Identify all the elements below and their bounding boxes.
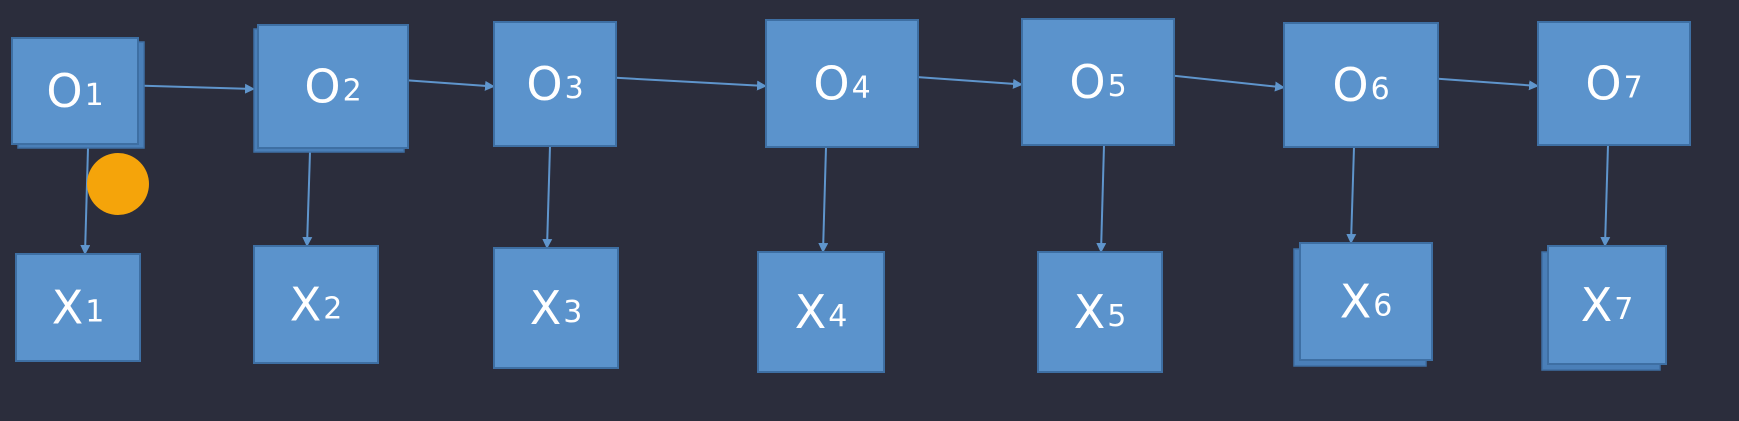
node-o6: O6 (1283, 22, 1439, 148)
node-o3-letter: O (526, 57, 562, 111)
node-x1-subscript: 1 (85, 294, 104, 329)
node-o2-subscript: 2 (343, 73, 362, 108)
node-x2-label: X2 (290, 278, 343, 332)
node-x5-label: X5 (1074, 285, 1127, 339)
arrow-o7-to-x7 (1600, 144, 1611, 247)
node-o1-label: O1 (46, 64, 103, 118)
node-x4-subscript: 4 (828, 299, 847, 334)
node-o2: O2 (253, 24, 409, 153)
node-o1-letter: O (46, 64, 82, 118)
node-x6-box (1299, 242, 1433, 361)
node-x3-box (493, 247, 619, 369)
node-o1-box (11, 37, 139, 145)
node-o6-letter: O (1332, 58, 1368, 112)
node-o6-box (1283, 22, 1439, 148)
node-o5-box (1021, 18, 1175, 146)
node-o3-box (493, 21, 617, 147)
node-x7-letter: X (1581, 278, 1613, 332)
arrow-o5-to-x5 (1096, 144, 1107, 253)
node-x1-label: X1 (52, 281, 105, 335)
node-x4-letter: X (795, 285, 827, 339)
node-x3-subscript: 3 (563, 295, 582, 330)
arrow-o2-to-o3 (407, 79, 495, 91)
node-x3-letter: X (530, 281, 562, 335)
arrow-o5-to-o6 (1173, 74, 1285, 92)
node-o6-subscript: 6 (1371, 72, 1390, 107)
node-o4-subscript: 4 (852, 70, 871, 105)
node-x6-label: X6 (1340, 275, 1393, 329)
node-o7-subscript: 7 (1624, 70, 1643, 105)
arrow-o4-to-x4 (818, 146, 829, 253)
node-o7: O7 (1537, 21, 1691, 146)
node-o2-label: O2 (304, 60, 361, 114)
node-o5-subscript: 5 (1108, 69, 1127, 104)
node-x5-subscript: 5 (1107, 299, 1126, 334)
node-x3: X3 (493, 247, 619, 369)
node-x7-box (1547, 245, 1667, 365)
node-o3-label: O3 (526, 57, 583, 111)
mouse-cursor-dot-icon (87, 153, 149, 215)
node-o5-label: O5 (1069, 55, 1126, 109)
node-o6-label: O6 (1332, 58, 1389, 112)
arrow-o3-to-o4 (615, 76, 767, 91)
node-o2-box (257, 24, 409, 149)
node-o3-subscript: 3 (565, 71, 584, 106)
arrow-o2-to-x2 (302, 151, 313, 247)
edges-layer (80, 74, 1611, 255)
node-x2-subscript: 2 (323, 291, 342, 326)
node-o4-label: O4 (813, 57, 870, 111)
arrow-o6-to-o7 (1437, 77, 1539, 91)
node-x7-label: X7 (1581, 278, 1634, 332)
node-x4-box (757, 251, 885, 373)
arrow-o1-to-x1 (80, 147, 91, 255)
node-x2-box (253, 245, 379, 364)
node-x4: X4 (757, 251, 885, 373)
node-x2-letter: X (290, 278, 322, 332)
node-o4: O4 (765, 19, 919, 148)
node-x5-box (1037, 251, 1163, 373)
arrow-o1-to-o2 (143, 83, 255, 94)
arrow-o3-to-x3 (542, 145, 553, 249)
node-x1: X1 (15, 253, 141, 362)
node-x6: X6 (1293, 242, 1433, 367)
node-x5-letter: X (1074, 285, 1106, 339)
node-x1-box (15, 253, 141, 362)
node-o7-box (1537, 21, 1691, 146)
node-o1: O1 (11, 37, 145, 149)
node-o7-label: O7 (1585, 57, 1642, 111)
node-x2: X2 (253, 245, 379, 364)
node-x4-label: X4 (795, 285, 848, 339)
node-x5: X5 (1037, 251, 1163, 373)
node-o4-box (765, 19, 919, 148)
node-o2-letter: O (304, 60, 340, 114)
node-x7-subscript: 7 (1614, 292, 1633, 327)
node-x6-letter: X (1340, 275, 1372, 329)
node-o1-subscript: 1 (85, 78, 104, 113)
arrow-o6-to-x6 (1346, 146, 1357, 244)
node-x3-label: X3 (530, 281, 583, 335)
node-x1-letter: X (52, 281, 84, 335)
arrow-o4-to-o5 (917, 76, 1023, 89)
node-o5: O5 (1021, 18, 1175, 146)
node-o4-letter: O (813, 57, 849, 111)
node-o5-letter: O (1069, 55, 1105, 109)
node-o7-letter: O (1585, 57, 1621, 111)
node-o3: O3 (493, 21, 617, 147)
node-x7: X7 (1541, 245, 1667, 371)
node-x6-subscript: 6 (1373, 288, 1392, 323)
